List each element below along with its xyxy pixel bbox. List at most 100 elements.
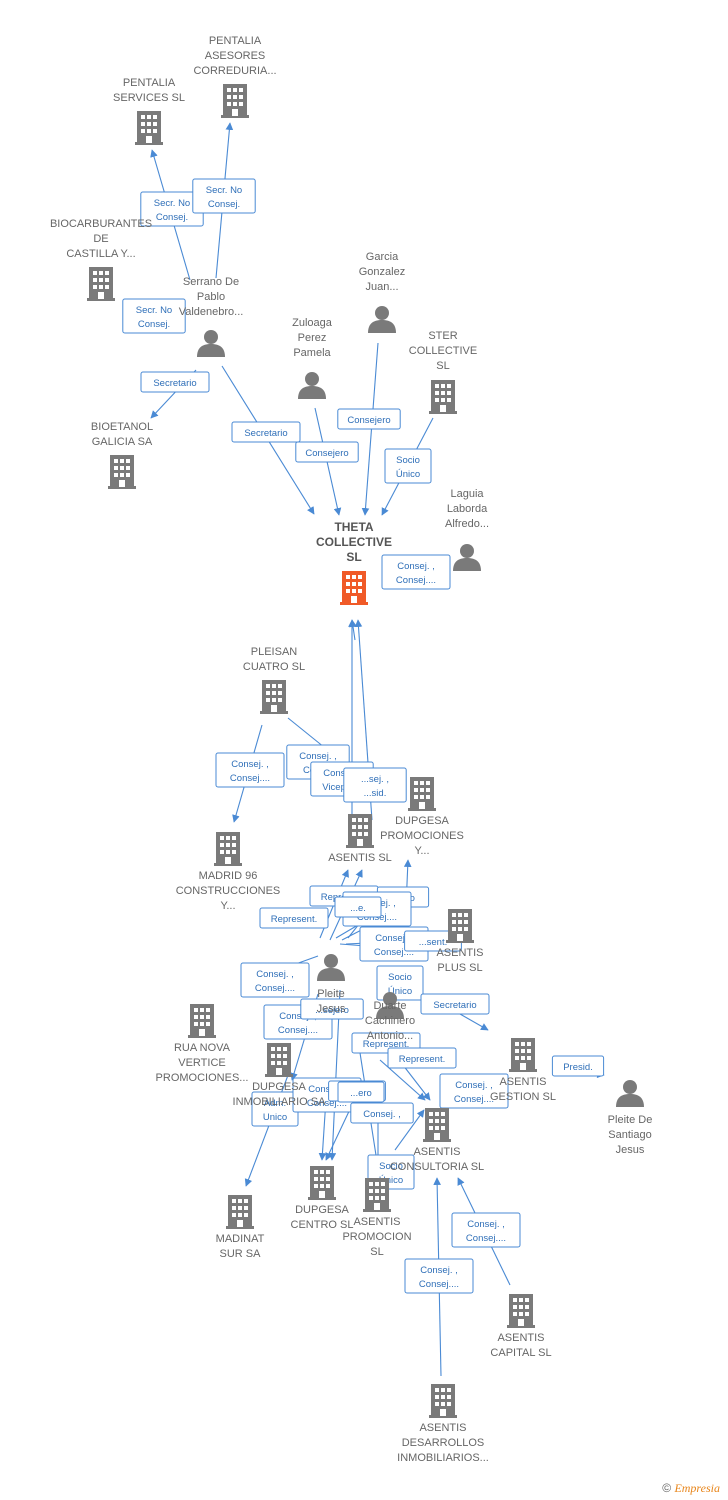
edge-label-box [122, 298, 186, 334]
edge-label-text: Secr. No [206, 185, 242, 196]
footer-credit[interactable]: © Empresia [662, 1481, 720, 1496]
edge-label-32[interactable]: ...ero [337, 1081, 385, 1103]
node-dupgesa-prom[interactable]: DUPGESAPROMOCIONESY... [380, 777, 464, 857]
edge-label-6[interactable]: Consejero [337, 408, 401, 430]
edge-label-box [240, 962, 310, 998]
node-madinat[interactable]: MADINAT SUR SA [216, 1195, 265, 1260]
edge-label-box [404, 1258, 474, 1294]
edge-label-36[interactable]: Consej. ,Consej.... [404, 1258, 474, 1294]
node-asentis-sl[interactable]: ASENTIS SL [328, 814, 392, 864]
edge-label-20[interactable]: Consej. ,Consej.... [240, 962, 310, 998]
edge-label-4[interactable]: Secretario [231, 421, 301, 443]
edge-label-33[interactable]: Consej. , [350, 1102, 414, 1124]
edge-label-29[interactable]: Adm.Unico [251, 1091, 299, 1127]
edge-label-27[interactable]: Consej. ,Consej.... [439, 1073, 509, 1109]
person-icon [317, 954, 345, 981]
node-label: Jesus [616, 1144, 645, 1156]
edge-label-26[interactable]: Represent. [387, 1047, 457, 1069]
edge-label-17[interactable]: ...e. [334, 896, 382, 918]
node-serrano[interactable]: Serrano DePabloValdenebro... [179, 276, 244, 357]
node-label: CAPITAL SL [490, 1347, 551, 1359]
edge-label-13[interactable]: Represent. [259, 907, 329, 929]
edge-label-35[interactable]: Consej. ,Consej.... [451, 1212, 521, 1248]
edge-label-3[interactable]: Secretario [140, 371, 210, 393]
node-label: BIOETANOL [91, 421, 153, 433]
node-label: DE [93, 233, 108, 245]
edge-label-text: Socio [379, 1161, 403, 1172]
node-label: RUA NOVA [174, 1042, 231, 1054]
edge-label-text: Consejero [305, 448, 348, 459]
node-laguia[interactable]: LaguiaLabordaAlfredo... [445, 488, 489, 571]
node-label: Cachinero [365, 1015, 415, 1027]
edge-label-box [384, 448, 432, 484]
node-madrid96[interactable]: MADRID 96CONSTRUCCIONESY... [176, 832, 281, 912]
edge-label-24[interactable]: Secretario [420, 993, 490, 1015]
node-biocarburantes[interactable]: BIOCARBURANTES DE CASTILLA Y... [50, 218, 152, 301]
building-icon [226, 1195, 254, 1229]
edge-label-box [192, 178, 256, 214]
node-label: DUPGESA [295, 1204, 349, 1216]
node-label: ASENTIS [436, 947, 483, 959]
edge-label-23[interactable]: ...sejero [300, 998, 364, 1020]
building-icon [135, 111, 163, 145]
edge-label-text: Consej. , [308, 1084, 346, 1095]
node-duarte[interactable]: DuarteCachineroAntonio... [365, 992, 415, 1042]
building-icon [509, 1038, 537, 1072]
node-label: Valdenebro... [179, 306, 244, 318]
node-label: Perez [298, 332, 327, 344]
edge-label-box [215, 752, 285, 788]
edge-label-28[interactable]: Presid. [551, 1055, 605, 1077]
edge-label-text: Consej. , [363, 1109, 401, 1120]
edge-label-text: Secretario [433, 1000, 476, 1011]
edge-label-text: Vicepres. [322, 782, 361, 793]
node-asentis-desarrollos[interactable]: ASENTISDESARROLLOSINMOBILIARIOS... [397, 1384, 489, 1464]
node-garcia[interactable]: GarciaGonzalezJuan... [359, 251, 405, 333]
node-pentalia-asesores[interactable]: PENTALIAASESORESCORREDURIA... [193, 35, 277, 118]
edge-label-8[interactable]: Consej. ,Consej.... [381, 554, 451, 590]
node-label: BIOCARBURANTES [50, 218, 152, 230]
edge-label-text: Socio [388, 972, 412, 983]
edge-label-text: Represent. [363, 1039, 409, 1050]
node-rua-nova[interactable]: RUA NOVAVERTICEPROMOCIONES... [156, 1004, 249, 1084]
node-label: SUR SA [220, 1248, 262, 1260]
node-label: ASENTIS [419, 1422, 466, 1434]
edge-label-text: Consej.... [278, 1025, 318, 1036]
node-label: CASTILLA Y... [66, 248, 135, 260]
node-label: INMOBILIARIOS... [397, 1452, 489, 1464]
edge-label-5[interactable]: Consejero [295, 441, 359, 463]
edge-label-box [387, 1047, 457, 1069]
node-label: SL [436, 360, 449, 372]
edge-label-12[interactable]: ...sej. ,...sid. [343, 767, 407, 803]
nodes-layer: PENTALIAASESORESCORREDURIA...PENTALIASER… [50, 35, 652, 1464]
building-icon [340, 571, 368, 605]
edge-label-text: ...ero [350, 1088, 372, 1099]
edge-label-text: ...e. [350, 903, 366, 914]
edge-label-9[interactable]: Consej. ,Consej.... [215, 752, 285, 788]
node-label: MADINAT [216, 1233, 265, 1245]
edge-label-text: Consej.... [255, 983, 295, 994]
node-label: DUPGESA [395, 815, 449, 827]
edge-label-text: Consej.... [419, 1279, 459, 1290]
edge-label-text: Consej. , [279, 1011, 317, 1022]
